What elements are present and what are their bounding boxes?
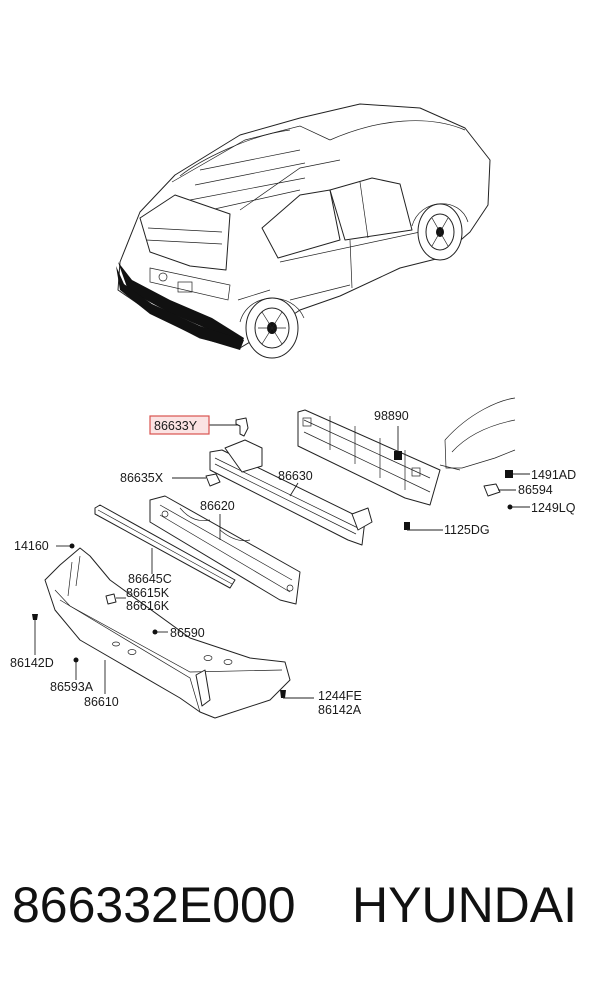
label-86633Y[interactable]: 86633Y — [154, 419, 198, 433]
label-1491AD[interactable]: 1491AD — [531, 468, 576, 482]
label-86635X[interactable]: 86635X — [120, 471, 164, 485]
highlight-box — [149, 415, 210, 435]
footer-part-number: 866332E000 — [12, 877, 296, 933]
back-beam-98890 — [297, 409, 441, 506]
label-14160[interactable]: 14160 — [14, 539, 49, 553]
label-86620[interactable]: 86620 — [200, 499, 235, 513]
label-86590[interactable]: 86590 — [170, 626, 205, 640]
label-1244FE[interactable]: 1244FE — [318, 689, 362, 703]
label-1249LQ[interactable]: 1249LQ — [531, 501, 576, 515]
rear-fender-section — [439, 397, 516, 471]
bumper-strip-86645C — [94, 504, 236, 589]
leader-lines — [34, 424, 530, 699]
rear-bumper-beam-86630 — [209, 439, 373, 546]
label-86142D[interactable]: 86142D — [10, 656, 54, 670]
label-86142A[interactable]: 86142A — [318, 703, 362, 717]
label-86593A[interactable]: 86593A — [50, 680, 94, 694]
label-86630[interactable]: 86630 — [278, 469, 313, 483]
label-86645C[interactable]: 86645C — [128, 572, 172, 586]
label-86616K[interactable]: 86616K — [126, 599, 170, 613]
label-86610[interactable]: 86610 — [84, 695, 119, 709]
footer-brand: HYUNDAI — [352, 877, 578, 933]
part-labels: 86633Y 98890 86635X 86630 1491AD 86594 1… — [10, 409, 576, 717]
vehicle-illustration — [116, 103, 491, 359]
label-86594[interactable]: 86594 — [518, 483, 553, 497]
label-1125DG[interactable]: 1125DG — [444, 523, 490, 537]
small-hardware — [32, 417, 513, 698]
energy-absorber-86620 — [149, 495, 301, 605]
bumper-cover-86610 — [44, 547, 291, 719]
label-86615K[interactable]: 86615K — [126, 586, 170, 600]
label-98890[interactable]: 98890 — [374, 409, 409, 423]
